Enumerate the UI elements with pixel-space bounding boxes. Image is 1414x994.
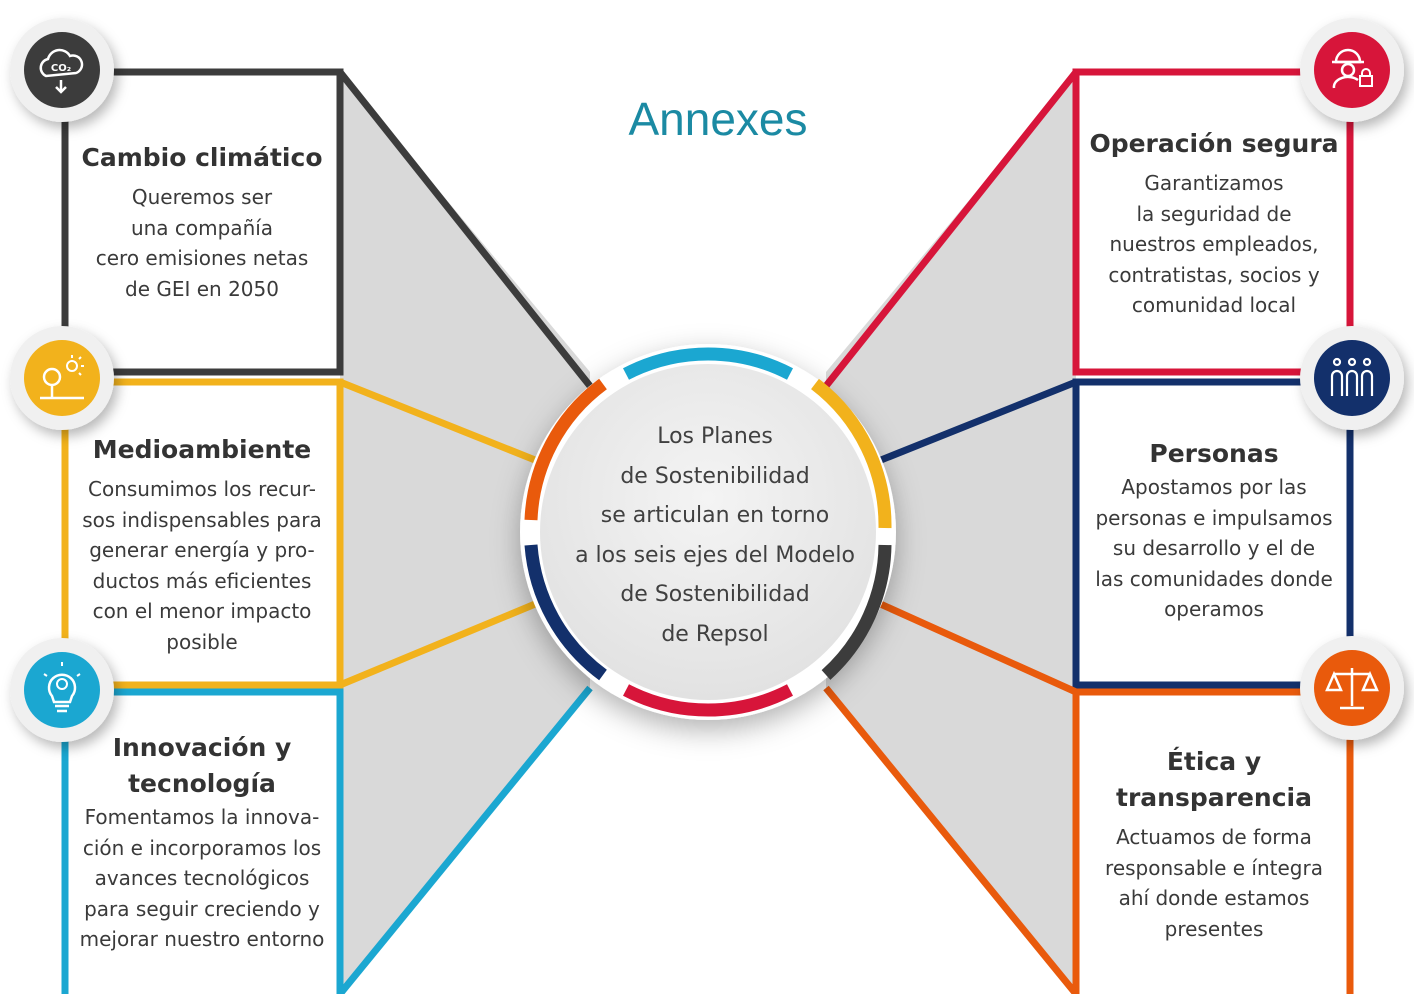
card-title: Medioambiente <box>92 435 312 464</box>
center-line: de Sostenibilidad <box>620 463 810 489</box>
card-title: tecnología <box>128 769 276 798</box>
center-text: Los Planes de Sostenibilidad se articula… <box>548 417 882 654</box>
card-personas: Personas Apostamos por las personas e im… <box>1080 436 1348 625</box>
card-body-line: comunidad local <box>1131 293 1297 317</box>
card-body-line: una compañía <box>130 215 274 240</box>
scales-icon <box>1300 636 1404 740</box>
people-icon <box>1300 326 1404 430</box>
worker-lock-icon <box>1300 18 1404 122</box>
card-body-line: Consumimos los recur- <box>88 477 316 501</box>
lightbulb-gear-icon <box>10 638 114 742</box>
card-body-line: presentes <box>1164 916 1264 941</box>
card-body: Queremos ser una compañía cero emisiones… <box>68 182 336 304</box>
card-body-line: contratistas, socios y <box>1108 262 1320 287</box>
card-body-line: la seguridad de <box>1136 201 1292 226</box>
card-body-line: personas e impulsamos <box>1095 505 1333 530</box>
center-line: Los Planes <box>657 424 773 449</box>
card-body: Fomentamos la innova- ción e incorporamo… <box>68 802 336 955</box>
tree-sun-icon <box>10 326 114 430</box>
card-title: transparencia <box>1116 783 1312 812</box>
card-body-line: responsable e íntegra <box>1105 855 1323 880</box>
card-body-line: avances tecnológicos <box>94 866 310 890</box>
card-body-line: ahí donde estamos <box>1118 886 1310 910</box>
card-title: Cambio climático <box>81 143 323 172</box>
card-body-line: operamos <box>1164 597 1264 621</box>
card-etica-transparencia: Ética y transparencia Actuamos de forma … <box>1080 744 1348 944</box>
card-body-line: cero emisiones netas <box>95 246 309 270</box>
card-body-line: sos indispensables para <box>82 507 322 532</box>
card-body-line: Garantizamos <box>1144 171 1284 195</box>
card-body-line: Queremos ser <box>131 185 273 209</box>
card-etica-outline <box>823 598 1354 994</box>
card-body-line: con el menor impacto <box>92 599 312 623</box>
card-cambio-climatico: Cambio climático Queremos ser una compañ… <box>68 140 336 304</box>
card-body-line: generar energía y pro- <box>89 538 315 562</box>
center-line: de Sostenibilidad <box>620 582 810 607</box>
center-hub <box>520 344 896 720</box>
card-body-line: su desarrollo y el de <box>1112 536 1316 560</box>
card-medioambiente: Medioambiente Consumimos los recur- sos … <box>68 432 336 657</box>
card-body: Consumimos los recur- sos indispensables… <box>68 474 336 657</box>
card-innov-outline <box>61 685 593 994</box>
card-body-line: ción e incorporamos los <box>82 835 322 860</box>
card-body-line: nuestros empleados, <box>1109 232 1319 256</box>
card-title: Innovación y <box>112 733 292 762</box>
card-body-line: Fomentamos la innova- <box>84 805 320 829</box>
center-line: a los seis ejes del Modelo <box>575 542 855 568</box>
card-body-line: ductos más eficientes <box>92 568 312 593</box>
center-line: de Repsol <box>661 621 769 647</box>
card-body: Actuamos de forma responsable e íntegra … <box>1080 822 1348 944</box>
card-body-line: posible <box>166 629 238 654</box>
card-body-line: de GEI en 2050 <box>125 276 279 301</box>
svg-text:CO₂: CO₂ <box>51 63 71 74</box>
card-body-line: Apostamos por las <box>1121 475 1307 499</box>
card-body-line: Actuamos de forma <box>1116 825 1312 849</box>
card-operacion-segura: Operación segura Garantizamos la segurid… <box>1080 126 1348 321</box>
card-body-line: las comunidades donde <box>1095 566 1333 591</box>
card-innovacion-tecnologia: Innovación y tecnología Fomentamos la in… <box>68 730 336 955</box>
card-operacion-outline <box>823 68 1354 389</box>
card-body: Garantizamos la seguridad de nuestros em… <box>1080 168 1348 321</box>
card-body: Apostamos por las personas e impulsamos … <box>1080 472 1348 625</box>
card-title: Ética y <box>1166 747 1262 776</box>
card-title: Operación segura <box>1089 129 1339 158</box>
page-title: Annexes <box>628 93 808 145</box>
card-body-line: para seguir creciendo y <box>84 896 320 921</box>
center-line: se articulan en torno <box>600 503 830 528</box>
card-title: Personas <box>1149 439 1279 468</box>
card-body-line: mejorar nuestro entorno <box>79 927 325 951</box>
card-medio-outline <box>61 378 542 689</box>
co2-cloud-icon: CO₂ <box>10 18 114 122</box>
card-cambio-outline <box>61 68 593 389</box>
card-personas-outline <box>874 378 1354 689</box>
